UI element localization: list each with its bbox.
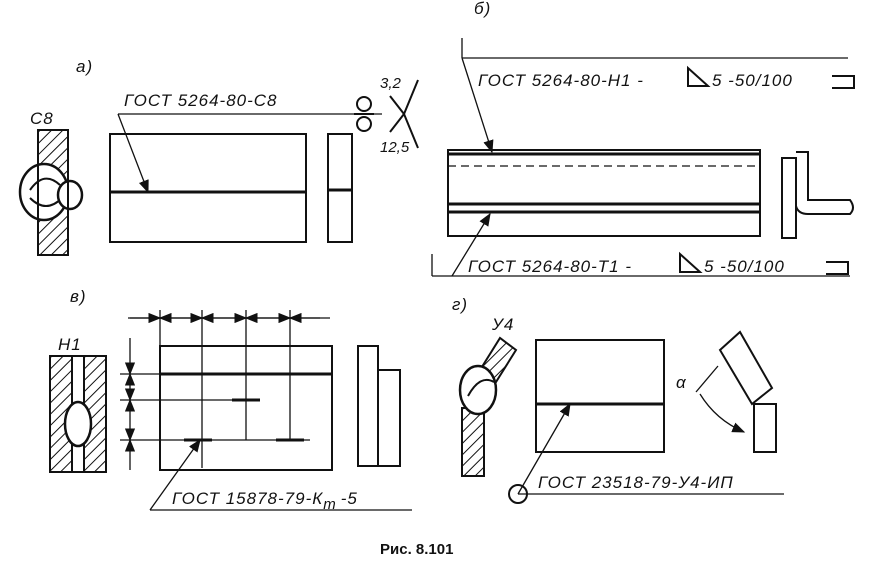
panel-a: а) С8 ГОСТ 5264-80-С8	[18, 57, 419, 256]
intermittent-weld-icon	[826, 261, 849, 275]
roughness-top-value: 3,2	[380, 75, 402, 92]
panel-c-joint-label: Н1	[58, 335, 82, 354]
grind-flush-icon	[354, 96, 374, 132]
panel-c-side-view	[357, 345, 401, 467]
panel-c-cross-section	[49, 355, 107, 473]
panel-d-cross-section	[458, 336, 518, 477]
figure-caption: Рис. 8.101	[380, 541, 453, 558]
roughness-sign-icon	[389, 79, 419, 149]
panel-b-plate	[447, 149, 761, 237]
panel-d-joint-label: У4	[491, 315, 514, 334]
panel-d: г) У4 α ГОСТ 23518-79-У4-ИП	[452, 295, 784, 504]
panel-a-cross-section	[18, 129, 84, 256]
panel-b-letter: б)	[474, 0, 491, 18]
panel-c-plate	[159, 345, 333, 471]
leg-triangle-icon	[679, 251, 703, 273]
panel-d-angle-arc	[699, 393, 746, 433]
panel-a-designation: ГОСТ 5264-80-С8	[124, 91, 278, 110]
panel-b-bottom-leader	[451, 212, 491, 277]
panel-b-top-leader	[461, 57, 494, 154]
panel-a-plan-view	[109, 133, 307, 243]
panel-d-angle-label: α	[676, 373, 687, 392]
panel-b-designation-top: ГОСТ 5264-80-Н1 -	[478, 71, 644, 90]
panel-d-plate	[535, 339, 665, 453]
panel-c-dimensions	[120, 310, 330, 470]
panel-d-angled-view	[718, 330, 777, 453]
panel-b-spec-bottom: 5 -50/100	[704, 257, 785, 276]
panel-b-spec-top: 5 -50/100	[712, 71, 793, 90]
intermittent-weld-icon	[832, 75, 855, 89]
panel-a-side-view	[327, 133, 353, 243]
leg-triangle-icon	[687, 65, 711, 87]
panel-c: в) Н1	[49, 287, 412, 513]
panel-b-side-profile	[781, 151, 854, 239]
panel-b-designation-bottom: ГОСТ 5264-80-Т1 -	[468, 257, 632, 276]
panel-b: б) ГОСТ 5264-80-Н1 - 5 -50/100 ГОСТ 5264…	[431, 0, 855, 277]
panel-a-leader	[117, 113, 149, 194]
panel-d-leader	[517, 402, 571, 495]
panel-c-letter: в)	[70, 287, 87, 306]
panel-d-letter: г)	[452, 295, 468, 314]
panel-a-letter: а)	[76, 57, 93, 76]
panel-d-designation: ГОСТ 23518-79-У4-ИП	[538, 473, 734, 492]
panel-c-leader	[149, 438, 201, 511]
roughness-bottom-value: 12,5	[380, 139, 410, 156]
panel-c-designation: ГОСТ 15878-79-Кт-5	[172, 489, 358, 513]
panel-a-joint-label: С8	[30, 109, 54, 128]
